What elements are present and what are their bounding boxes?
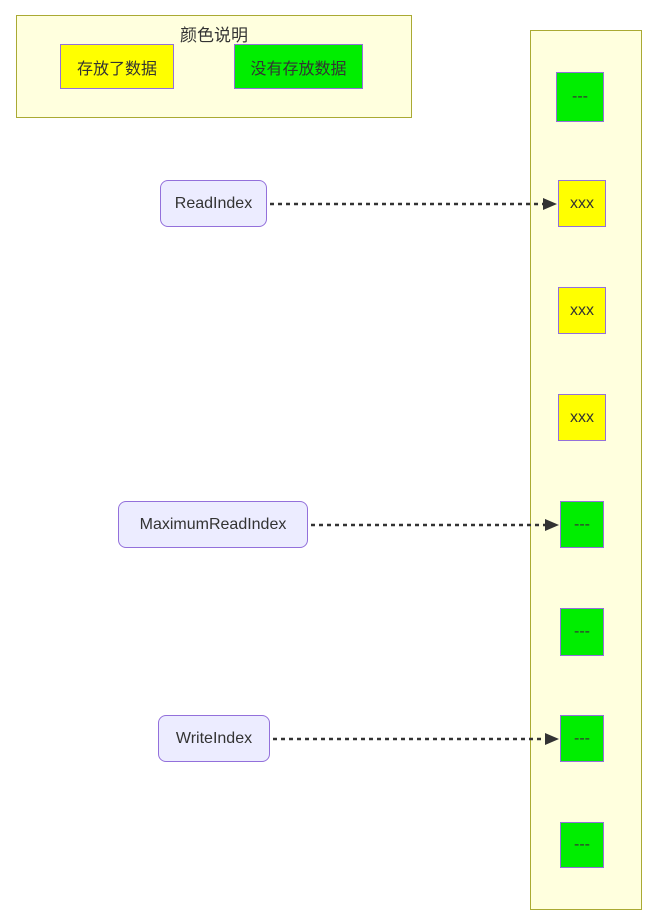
buffer-cell-6: ---: [560, 715, 604, 762]
buffer-cell-2: xxx: [558, 287, 606, 334]
pointer-readindex: ReadIndex: [160, 180, 267, 227]
pointer-maximumreadindex: MaximumReadIndex: [118, 501, 308, 548]
pointer-writeindex: WriteIndex: [158, 715, 270, 762]
buffer-cell-5: ---: [560, 608, 604, 656]
buffer-cell-7: ---: [560, 822, 604, 868]
legend-swatch-empty-label: 没有存放数据: [250, 60, 347, 78]
legend-box: 颜色说明 存放了数据 没有存放数据: [16, 15, 412, 118]
legend-swatch-filled: 存放了数据: [60, 44, 174, 89]
legend-swatch-empty: 没有存放数据: [234, 44, 363, 89]
legend-title: 颜色说明: [180, 26, 248, 45]
buffer-cell-0: ---: [556, 72, 604, 122]
buffer-container: [530, 30, 642, 910]
legend-swatch-filled-label: 存放了数据: [76, 60, 157, 78]
buffer-cell-1: xxx: [558, 180, 606, 227]
buffer-cell-3: xxx: [558, 394, 606, 441]
buffer-cell-4: ---: [560, 501, 604, 548]
